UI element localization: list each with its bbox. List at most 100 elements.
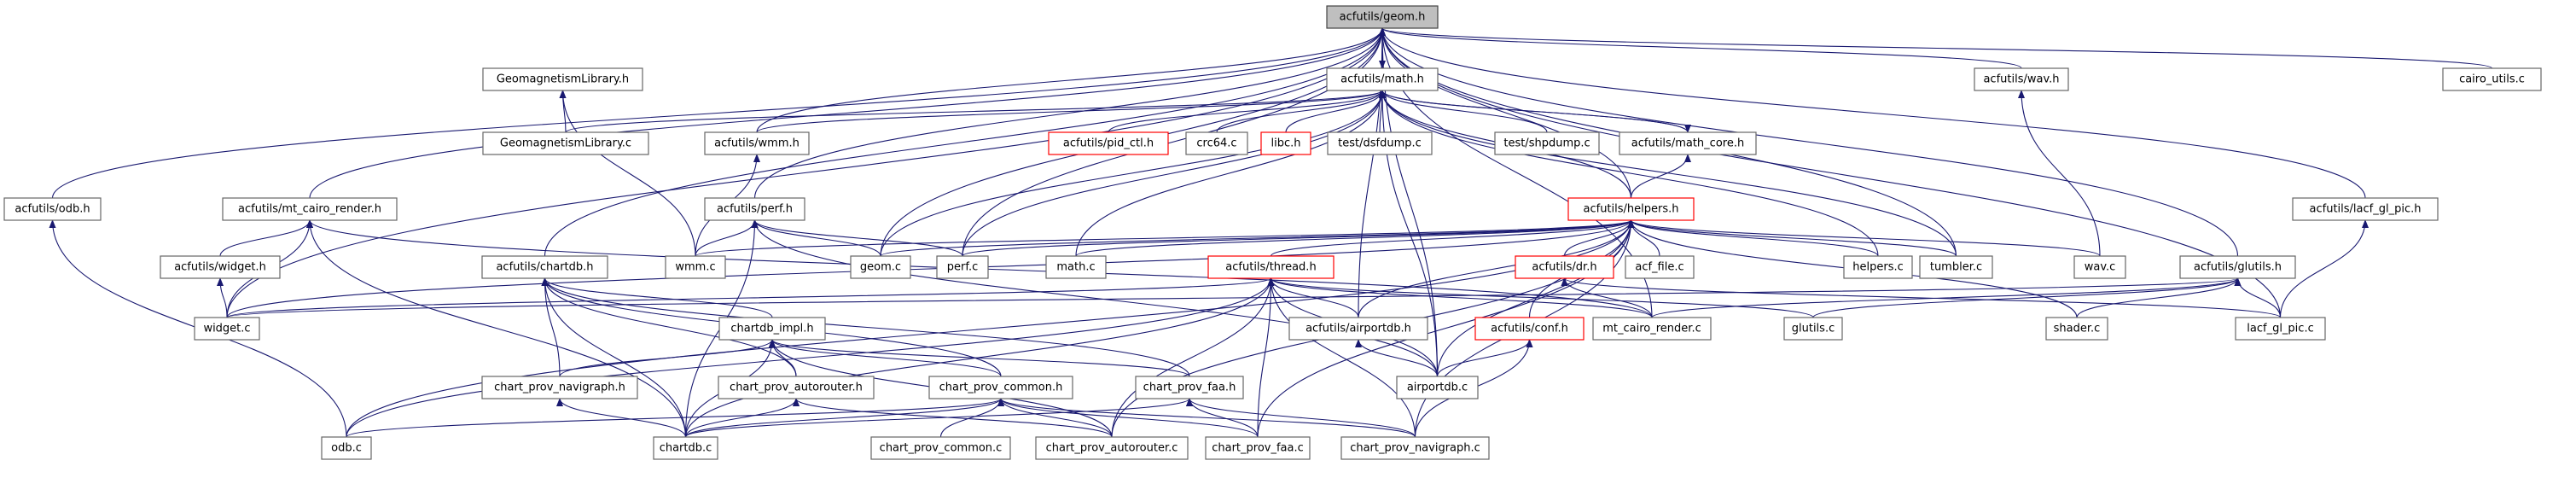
node-dr-h[interactable]: acfutils/dr.h xyxy=(1515,255,1614,279)
edge-glutils-h-to-glutils-c xyxy=(1812,277,2242,318)
node-box xyxy=(1035,436,1189,460)
edge-geom-h-to-wmm-h xyxy=(756,27,1386,133)
edge-chartdb-h-to-chart-prov-navigraph-h xyxy=(541,277,561,377)
node-chart-prov-autorouter-h[interactable]: chart_prov_autorouter.h xyxy=(718,376,875,399)
node-mt-cairo-render-h[interactable]: acfutils/mt_cairo_render.h xyxy=(222,197,398,221)
node-box xyxy=(870,436,1011,460)
node-chart-prov-navigraph-h[interactable]: chart_prov_navigraph.h xyxy=(481,376,638,399)
edge-geom-h-to-perf-h xyxy=(753,27,1386,199)
node-label: chart_prov_common.c xyxy=(880,442,1003,455)
node-thread-h[interactable]: acfutils/thread.h xyxy=(1207,255,1335,279)
node-box xyxy=(482,67,643,91)
node-airportdb-h[interactable]: acfutils/airportdb.h xyxy=(1288,317,1428,341)
edge-chart-prov-autorouter-h-to-chart-prov-autorouter-c xyxy=(793,398,1113,438)
node-shader-c[interactable]: shader.c xyxy=(2045,317,2108,341)
node-perf-c[interactable]: perf.c xyxy=(936,255,989,279)
node-math-h[interactable]: acfutils/math.h xyxy=(1326,67,1439,91)
node-pid-ctl-h[interactable]: acfutils/pid_ctl.h xyxy=(1048,131,1169,155)
node-chart-prov-navigraph-c[interactable]: chart_prov_navigraph.c xyxy=(1340,436,1490,460)
node-mt-cairo-render-c[interactable]: mt_cairo_render.c xyxy=(1592,317,1712,341)
node-lacf-gl-pic-h[interactable]: acfutils/lacf_gl_pic.h xyxy=(2292,197,2439,221)
node-glutils-c[interactable]: glutils.c xyxy=(1783,317,1843,341)
edges-layer xyxy=(49,27,2493,438)
node-libc-h[interactable]: libc.h xyxy=(1260,131,1311,155)
node-chart-prov-faa-h[interactable]: chart_prov_faa.h xyxy=(1135,376,1244,399)
node-box xyxy=(718,376,875,399)
node-dsfdump-c[interactable]: test/dsfdump.c xyxy=(1327,131,1433,155)
node-label: acfutils/chartdb.h xyxy=(496,261,593,274)
edge-chart-prov-common-h-to-chart-prov-navigraph-c xyxy=(997,398,1416,438)
node-airportdb-c[interactable]: airportdb.c xyxy=(1396,376,1479,399)
node-chart-prov-common-h[interactable]: chart_prov_common.h xyxy=(928,376,1073,399)
node-label: math.c xyxy=(1056,261,1095,274)
node-label: chartdb.c xyxy=(660,442,712,455)
node-box xyxy=(1340,436,1490,460)
node-wmm-c[interactable]: wmm.c xyxy=(665,255,726,279)
node-wav-c[interactable]: wav.c xyxy=(2073,255,2126,279)
edge-perf-h-to-airportdb-c xyxy=(751,219,1439,377)
node-perf-h[interactable]: acfutils/perf.h xyxy=(704,197,805,221)
node-conf-h[interactable]: acfutils/conf.h xyxy=(1474,317,1585,341)
edge-perf-h-to-perf-c xyxy=(751,219,963,257)
node-label: acfutils/airportdb.h xyxy=(1305,323,1411,335)
node-label: airportdb.c xyxy=(1407,382,1468,394)
node-label: lacf_gl_pic.c xyxy=(2247,323,2313,335)
node-math-c[interactable]: math.c xyxy=(1045,255,1107,279)
node-widget-h[interactable]: acfutils/widget.h xyxy=(160,255,281,279)
node-geomag-lib-h[interactable]: GeomagnetismLibrary.h xyxy=(482,67,643,91)
node-lacf-gl-pic-c[interactable]: lacf_gl_pic.c xyxy=(2235,317,2326,341)
node-box xyxy=(653,436,718,460)
edge-lacf-gl-pic-h-to-lacf-gl-pic-c xyxy=(2279,219,2369,318)
node-label: acfutils/widget.h xyxy=(174,261,266,274)
edge-geom-h-to-perf-c xyxy=(962,27,1386,257)
node-box xyxy=(1045,255,1107,279)
node-chart-prov-common-c[interactable]: chart_prov_common.c xyxy=(870,436,1011,460)
node-label: acfutils/wmm.h xyxy=(714,137,800,150)
node-chartdb-c[interactable]: chartdb.c xyxy=(653,436,718,460)
node-label: widget.c xyxy=(203,323,250,335)
node-chart-prov-autorouter-c[interactable]: chart_prov_autorouter.c xyxy=(1035,436,1189,460)
node-label: odb.c xyxy=(331,442,362,455)
node-glutils-h[interactable]: acfutils/glutils.h xyxy=(2179,255,2296,279)
edge-geomag-lib-h-to-wmm-c xyxy=(559,90,696,257)
node-wav-h[interactable]: acfutils/wav.h xyxy=(1974,67,2069,91)
edge-perf-h-to-geom-c xyxy=(751,219,881,257)
edge-wav-h-to-wav-c xyxy=(2018,90,2101,257)
edge-chart-prov-common-h-to-odb-c xyxy=(346,398,1004,438)
node-helpers-h[interactable]: acfutils/helpers.h xyxy=(1567,197,1695,221)
node-label: acfutils/glutils.h xyxy=(2194,261,2282,274)
node-geom-c[interactable]: geom.c xyxy=(850,255,911,279)
node-box xyxy=(936,255,989,279)
node-box xyxy=(1494,131,1600,155)
node-chartdb-impl-h[interactable]: chartdb_impl.h xyxy=(718,317,826,341)
node-label: mt_cairo_render.c xyxy=(1602,323,1701,335)
node-crc64-c[interactable]: crc64.c xyxy=(1185,131,1248,155)
node-label: chart_prov_faa.h xyxy=(1143,382,1236,394)
node-odb-h[interactable]: acfutils/odb.h xyxy=(3,197,102,221)
node-shpdump-c[interactable]: test/shpdump.c xyxy=(1494,131,1600,155)
node-box xyxy=(1396,376,1479,399)
node-wmm-h[interactable]: acfutils/wmm.h xyxy=(704,131,810,155)
node-helpers-c[interactable]: helpers.c xyxy=(1843,255,1913,279)
node-geom-h[interactable]: acfutils/geom.h xyxy=(1326,5,1439,29)
node-tumbler-c[interactable]: tumbler.c xyxy=(1919,255,1993,279)
node-label: acfutils/math_core.h xyxy=(1631,137,1744,150)
node-label: libc.h xyxy=(1271,137,1301,150)
node-label: acfutils/conf.h xyxy=(1491,323,1568,335)
node-widget-c[interactable]: widget.c xyxy=(194,317,260,341)
node-cairo-utils-c[interactable]: cairo_utils.c xyxy=(2442,67,2542,91)
node-math-core-h[interactable]: acfutils/math_core.h xyxy=(1619,131,1757,155)
node-acf-file-c[interactable]: acf_file.c xyxy=(1625,255,1695,279)
node-odb-c[interactable]: odb.c xyxy=(321,436,372,460)
nodes-layer: acfutils/geom.h acfutils/odb.h Geomagnetis… xyxy=(3,5,2542,460)
edge-dr-h-to-lacf-gl-pic-c xyxy=(1561,277,2282,318)
node-geomag-lib-c[interactable]: GeomagnetismLibrary.c xyxy=(482,131,649,155)
edge-mt-cairo-render-h-to-widget-h xyxy=(219,219,313,257)
node-chartdb-h[interactable]: acfutils/chartdb.h xyxy=(481,255,608,279)
edge-math-h-to-math-c xyxy=(1075,90,1386,257)
node-chart-prov-faa-c[interactable]: chart_prov_faa.c xyxy=(1205,436,1311,460)
node-label: chartdb_impl.h xyxy=(730,323,813,335)
node-box xyxy=(1843,255,1913,279)
node-box xyxy=(1783,317,1843,341)
edge-conf-h-to-airportdb-c xyxy=(1436,339,1533,377)
